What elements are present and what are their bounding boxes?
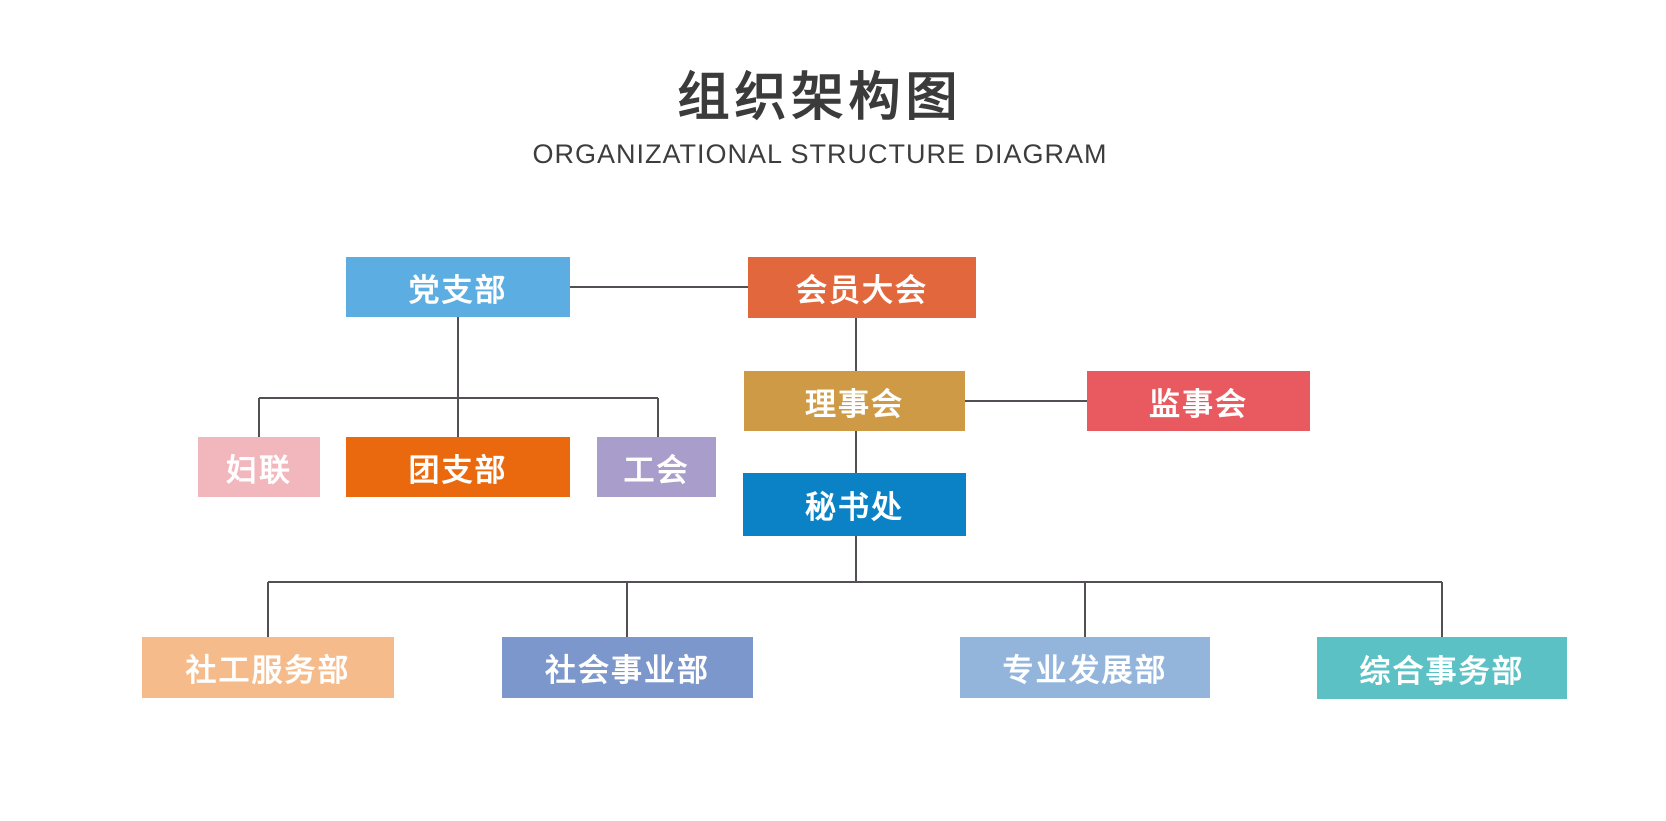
- node-youth-league-branch: 团支部: [346, 437, 570, 497]
- node-label-supervisory-board: 监事会: [1149, 386, 1248, 422]
- node-label-womens-federation: 妇联: [226, 452, 292, 488]
- node-general-affairs-dept: 综合事务部: [1317, 637, 1567, 699]
- node-label-council: 理事会: [805, 386, 904, 422]
- node-label-secretariat: 秘书处: [805, 490, 904, 525]
- node-members-congress: 会员大会: [748, 257, 976, 318]
- node-supervisory-board: 监事会: [1087, 371, 1310, 431]
- node-social-affairs-dept: 社会事业部: [502, 637, 753, 698]
- page-subtitle: ORGANIZATIONAL STRUCTURE DIAGRAM: [532, 139, 1108, 170]
- page-title: 组织架构图: [677, 69, 963, 127]
- node-labor-union: 工会: [597, 437, 716, 497]
- node-label-general-affairs-dept: 综合事务部: [1359, 653, 1525, 689]
- node-label-party-branch: 党支部: [408, 272, 508, 308]
- page-header: 组织架构图 ORGANIZATIONAL STRUCTURE DIAGRAM: [0, 69, 1640, 170]
- node-womens-federation: 妇联: [198, 437, 320, 497]
- node-label-members-congress: 会员大会: [796, 273, 928, 308]
- node-label-labor-union: 工会: [623, 452, 690, 488]
- node-council: 理事会: [744, 371, 965, 431]
- node-secretariat: 秘书处: [743, 473, 966, 536]
- node-professional-development-dept: 专业发展部: [960, 637, 1210, 698]
- node-social-work-service-dept: 社工服务部: [142, 637, 394, 698]
- node-label-social-affairs-dept: 社会事业部: [545, 653, 710, 688]
- node-party-branch: 党支部: [346, 257, 570, 317]
- node-label-social-work-service-dept: 社工服务部: [185, 653, 351, 688]
- node-label-professional-development-dept: 专业发展部: [1002, 653, 1168, 688]
- node-label-youth-league-branch: 团支部: [408, 452, 508, 488]
